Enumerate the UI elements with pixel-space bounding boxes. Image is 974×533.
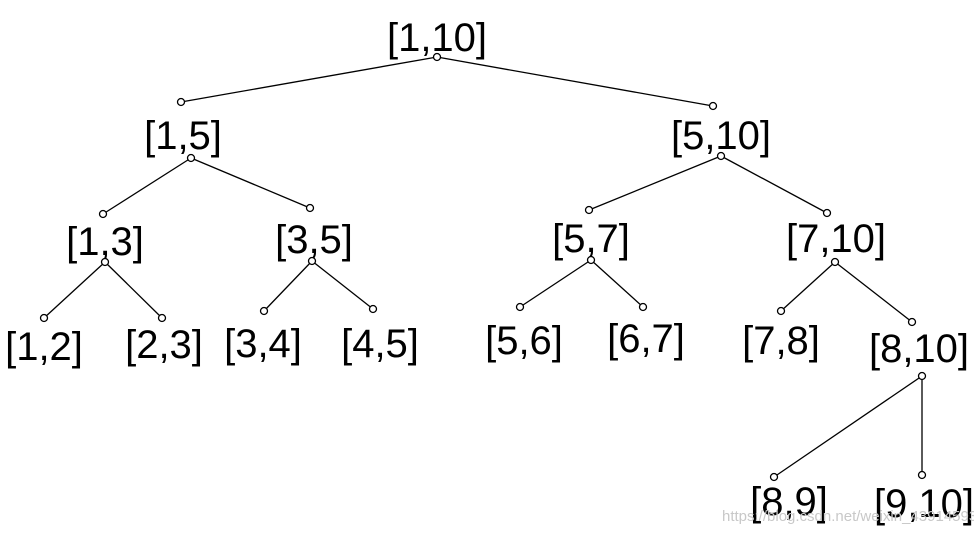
connector-top-n3-4 (259, 306, 269, 316)
node-label-n5-7: [5,7] (552, 217, 630, 261)
node-label-n1-2: [1,2] (5, 325, 83, 369)
edge-n5-7-to-n5-6 (519, 259, 592, 308)
edge-n3-5-to-n4-5 (311, 260, 374, 310)
connector-top-n6-7 (638, 302, 648, 312)
node-label-n7-8: [7,8] (742, 319, 820, 363)
connector-top-n3-5 (305, 203, 315, 213)
connector-bottom-n5-10 (716, 151, 726, 161)
connector-top-n4-5 (368, 304, 378, 314)
node-label-n2-3: [2,3] (125, 323, 203, 367)
edge-n3-5-to-n3-4 (263, 260, 313, 312)
connector-top-n5-7 (584, 205, 594, 215)
node-label-n9-10: [9,10] (874, 482, 974, 526)
connector-top-n7-8 (776, 306, 786, 316)
connector-bottom-n1-5 (186, 153, 196, 163)
node-label-n3-4: [3,4] (224, 322, 302, 366)
node-label-n1-5: [1,5] (144, 114, 222, 158)
connector-top-n1-3 (98, 209, 108, 219)
connector-top-n8-9 (769, 472, 779, 482)
node-label-n5-10: [5,10] (671, 114, 771, 158)
connector-top-n1-10 (432, 52, 442, 62)
connector-top-n7-10 (822, 208, 832, 218)
edge-n1-3-to-n1-2 (43, 261, 106, 319)
connector-top-n9-10 (917, 470, 927, 480)
edge-n1-10-to-n5-10 (436, 56, 714, 107)
edge-n1-3-to-n2-3 (104, 261, 163, 319)
node-label-n7-10: [7,10] (786, 217, 886, 261)
edge-n7-10-to-n8-10 (834, 261, 913, 323)
edge-n5-10-to-n5-7 (588, 155, 722, 211)
node-label-n8-9: [8,9] (750, 480, 828, 524)
node-label-n1-10: [1,10] (387, 16, 487, 60)
edge-n5-10-to-n7-10 (720, 155, 828, 214)
connector-bottom-n8-10 (917, 371, 927, 381)
edge-n8-10-to-n8-9 (773, 375, 923, 478)
connector-top-n5-6 (515, 302, 525, 312)
edge-n5-7-to-n6-7 (590, 259, 644, 308)
connector-top-n8-10 (907, 317, 917, 327)
connector-top-n5-10 (708, 101, 718, 111)
edge-n1-5-to-n1-3 (102, 157, 192, 215)
connector-top-n1-5 (176, 97, 186, 107)
node-label-n3-5: [3,5] (275, 218, 353, 262)
connector-top-n2-3 (157, 313, 167, 323)
node-label-n8-10: [8,10] (869, 327, 969, 371)
node-label-n6-7: [6,7] (607, 317, 685, 361)
connector-bottom-n7-10 (830, 257, 840, 267)
node-label-n1-3: [1,3] (66, 220, 144, 264)
edge-n7-10-to-n7-8 (780, 261, 836, 312)
connector-top-n1-2 (39, 313, 49, 323)
ports-layer (39, 52, 927, 482)
node-label-n4-5: [4,5] (341, 322, 419, 366)
connector-bottom-n3-5 (307, 256, 317, 266)
connector-bottom-n5-7 (586, 255, 596, 265)
node-label-n5-6: [5,6] (485, 319, 563, 363)
edges-layer (43, 56, 923, 478)
watermark-text: https://blog.csdn.net/weixin_43914593 (722, 508, 974, 525)
edge-n1-5-to-n3-5 (190, 157, 311, 209)
edge-n1-10-to-n1-5 (180, 56, 438, 103)
labels-layer: [1,10] [1,5] [5,10] [1,3] [3,5] [5,7] [7,10] [1… (5, 16, 974, 526)
connector-bottom-n1-3 (100, 257, 110, 267)
